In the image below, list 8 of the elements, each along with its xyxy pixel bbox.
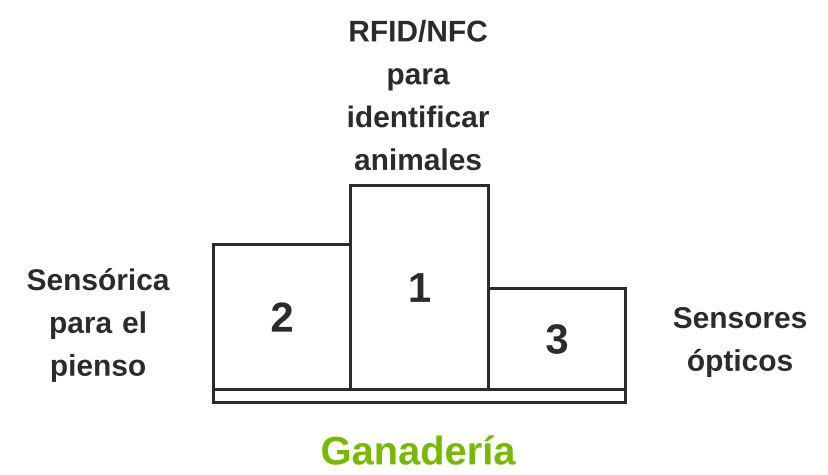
podium-base: [212, 388, 627, 404]
place-label: Sensórica para el pienso: [27, 268, 170, 382]
podium-step: 3: [487, 287, 627, 391]
title: Ganadería: [322, 435, 516, 465]
place-label: Sensores ópticos: [674, 307, 806, 377]
podium-step: 2: [212, 243, 352, 391]
place-label: RFID/NFC para identificar animales: [348, 20, 489, 170]
podium-step: 1: [349, 184, 490, 391]
